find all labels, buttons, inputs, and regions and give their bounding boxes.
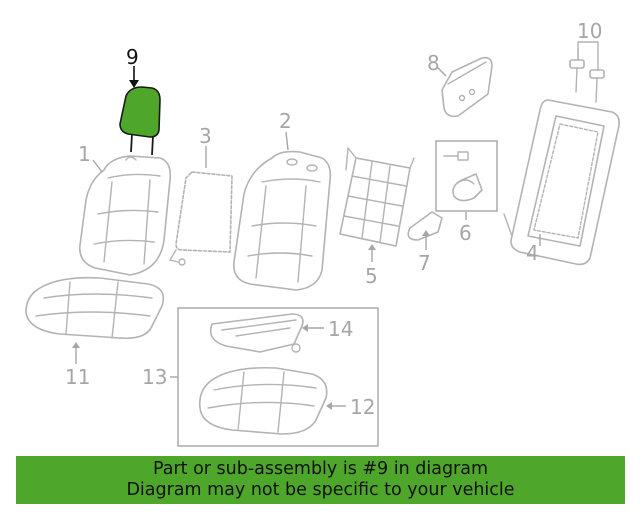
seat-exploded-diagram: 9 1 3	[25, 19, 620, 447]
callout-11-arrow	[72, 342, 80, 348]
callout-8: 8	[427, 51, 440, 75]
callout-7-arrow	[422, 230, 430, 236]
callout-8-leader	[437, 67, 447, 77]
part-5-spring-mat[interactable]	[339, 147, 415, 247]
callout-5: 5	[365, 264, 378, 288]
callout-14-arrow	[302, 324, 308, 332]
callout-5-arrow	[368, 244, 376, 250]
part-10-bolts[interactable]	[569, 41, 605, 103]
callout-2-leader	[285, 131, 289, 151]
callout-9-arrow	[129, 80, 139, 88]
callout-1-leader	[92, 159, 103, 173]
part-12-cushion-foam[interactable]	[198, 366, 328, 435]
callout-2: 2	[279, 109, 292, 133]
part-9-headrest[interactable]	[119, 86, 161, 156]
part-14-cushion-pan[interactable]	[209, 313, 304, 353]
callout-4: 4	[526, 241, 539, 265]
callout-12-arrow	[326, 402, 332, 410]
part-4-seatback-frame[interactable]	[503, 99, 620, 266]
callout-7: 7	[418, 251, 431, 275]
banner-line-2: Diagram may not be specific to your vehi…	[126, 480, 515, 500]
callout-13: 13	[142, 365, 167, 389]
callout-1: 1	[78, 142, 91, 166]
callout-6: 6	[459, 221, 472, 245]
callout-9: 9	[126, 45, 139, 69]
part-8-control-module[interactable]	[441, 56, 493, 118]
part-1-seatback-cover[interactable]	[78, 155, 172, 276]
part-info-banner: Part or sub-assembly is #9 in diagram Di…	[16, 456, 625, 504]
callout-3: 3	[199, 124, 212, 148]
callout-12: 12	[350, 395, 375, 419]
callout-10: 10	[577, 19, 602, 43]
callout-14: 14	[328, 317, 353, 341]
part-7-trim-clip[interactable]	[407, 211, 443, 241]
part-6-hook-bracket[interactable]	[435, 140, 498, 212]
callout-11: 11	[65, 365, 90, 389]
banner-line-1: Part or sub-assembly is #9 in diagram	[152, 459, 489, 479]
part-3-back-panel[interactable]	[169, 171, 233, 266]
part-11-cushion-cover[interactable]	[25, 276, 165, 340]
part-2-seatback-foam[interactable]	[233, 150, 332, 291]
